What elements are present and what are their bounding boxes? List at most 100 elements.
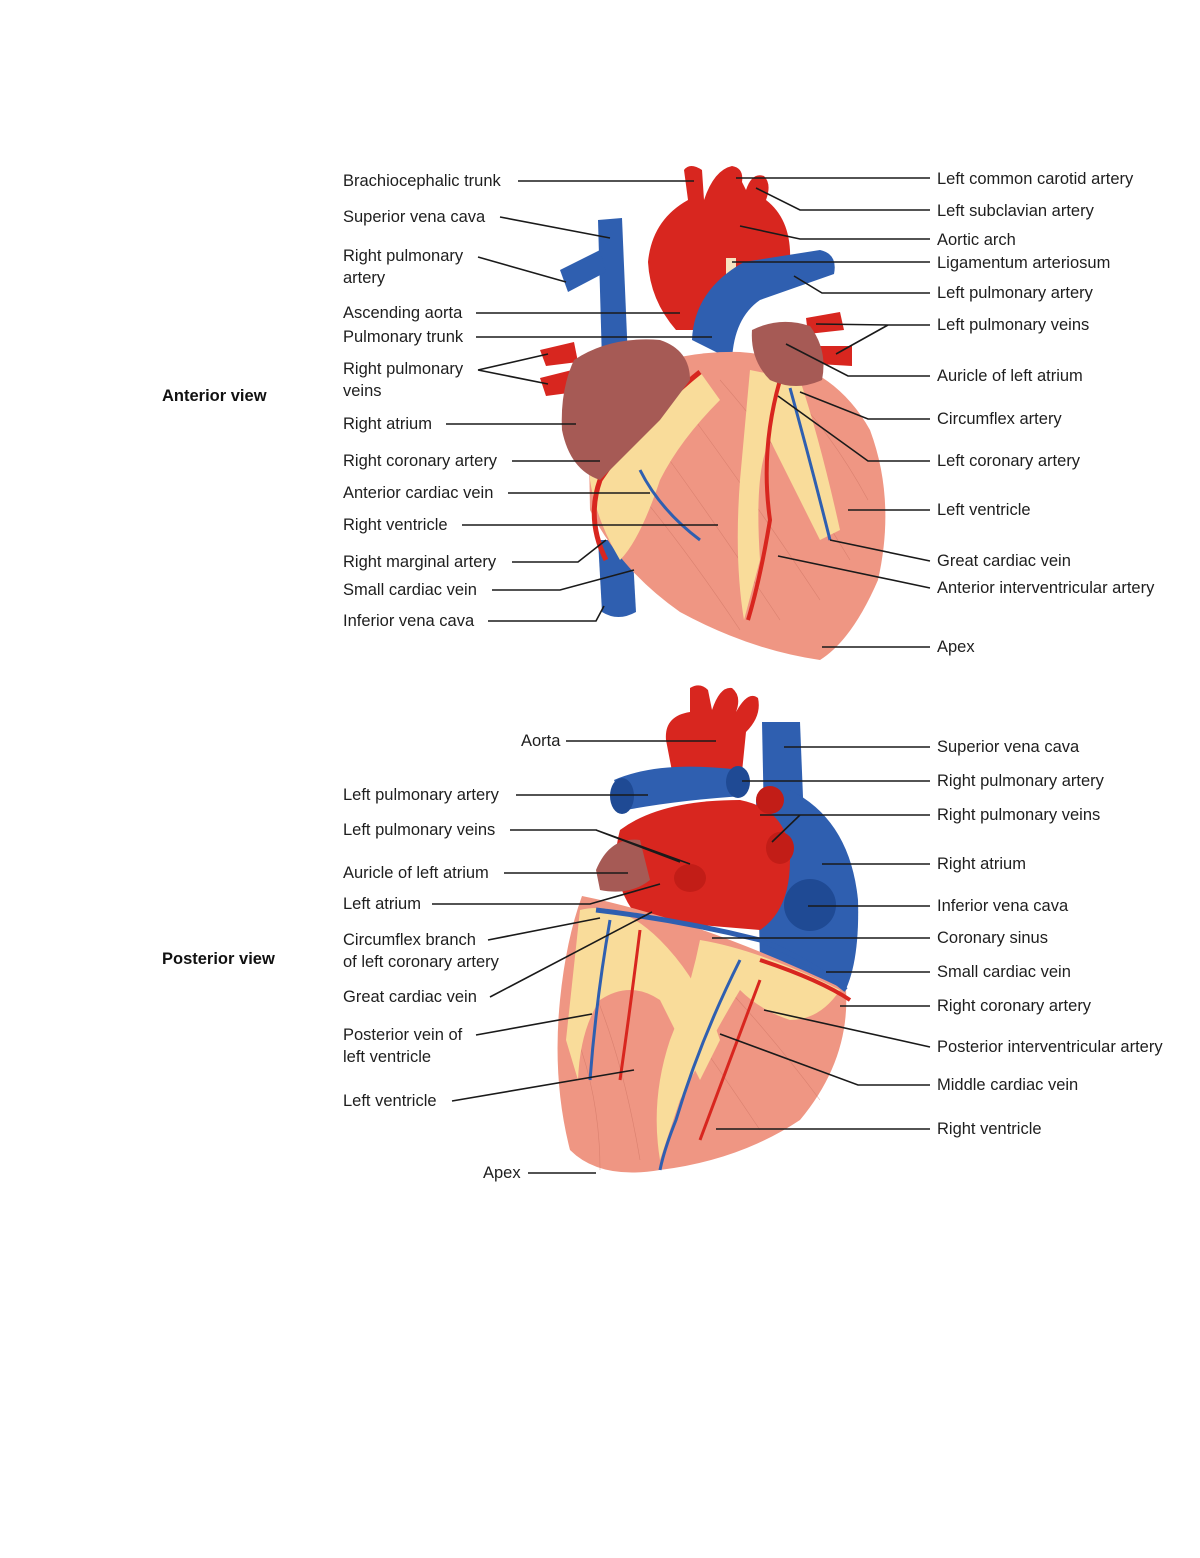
label-anterior-cardiac-vein: Anterior cardiac vein [343, 484, 493, 502]
anterior-cardiac-vein-vessel [638, 469, 701, 542]
leader-right-pulmonary-artery [477, 256, 567, 283]
posterior-circumflex-vessel [618, 929, 642, 1081]
anterior-right-labels: Left common carotid artery Left subclavi… [732, 170, 1155, 656]
label-left-atrium-post: Left atrium [343, 895, 421, 913]
label-right-pulmonary-veins-line1: Right pulmonary [343, 360, 464, 378]
label-inferior-vena-cava-post: Inferior vena cava [937, 897, 1069, 915]
label-posterior-interventricular-artery: Posterior interventricular artery [937, 1038, 1163, 1056]
label-left-coronary-artery: Left coronary artery [937, 452, 1081, 470]
anterior-left-auricle-shape [751, 321, 824, 386]
posterior-left-labels: Aorta Left pulmonary artery Left pulmona… [343, 732, 716, 1182]
anterior-left-pulmonary-vein-upper [806, 312, 844, 334]
anterior-interventricular-vessel [746, 379, 782, 621]
anterior-fat-left [737, 370, 840, 620]
leader-posterior-vein [475, 1013, 593, 1036]
label-left-pulmonary-artery: Left pulmonary artery [937, 284, 1094, 302]
posterior-middle-cardiac-vessel [658, 959, 742, 1171]
posterior-pulmonary-artery-shape [614, 766, 744, 810]
posterior-left-atrium-shape [615, 800, 790, 930]
label-right-pulmonary-veins-line2: veins [343, 382, 382, 400]
label-left-pulmonary-veins: Left pulmonary veins [937, 316, 1089, 334]
leader-circumflex-artery [799, 391, 930, 420]
leader-left-ventricle-post [451, 1069, 635, 1102]
leader-middle-cardiac-vein [719, 1033, 930, 1086]
label-right-pulmonary-artery-line1: Right pulmonary [343, 247, 464, 265]
label-superior-vena-cava-post: Superior vena cava [937, 738, 1080, 756]
leader-auricle-of-left-atrium [785, 343, 930, 377]
label-left-pulmonary-artery-post: Left pulmonary artery [343, 786, 500, 804]
leader-left-pulmonary-veins [815, 323, 930, 355]
label-superior-vena-cava: Superior vena cava [343, 208, 486, 226]
posterior-right-pulmonary-artery-end [726, 766, 750, 798]
label-right-marginal-artery: Right marginal artery [343, 553, 497, 571]
label-coronary-sinus: Coronary sinus [937, 929, 1048, 947]
leader-right-pulmonary-veins-post [760, 814, 930, 843]
posterior-right-pulmonary-vein-opening [766, 832, 794, 864]
label-small-cardiac-vein: Small cardiac vein [343, 581, 477, 599]
label-brachiocephalic-trunk: Brachiocephalic trunk [343, 172, 501, 190]
posterior-aorta-shape [665, 685, 759, 792]
label-aorta: Aorta [521, 732, 561, 750]
anterior-right-pulmonary-vein-upper [540, 342, 578, 366]
label-great-cardiac-vein-post: Great cardiac vein [343, 988, 477, 1006]
leader-great-cardiac-vein-post [489, 911, 653, 998]
leader-superior-vena-cava [499, 216, 611, 239]
label-posterior-vein-line1: Posterior vein of [343, 1026, 463, 1044]
label-great-cardiac-vein: Great cardiac vein [937, 552, 1071, 570]
label-circumflex-branch-line1: Circumflex branch [343, 931, 476, 949]
posterior-right-labels: Superior vena cava Right pulmonary arter… [712, 738, 1163, 1138]
label-auricle-of-left-atrium: Auricle of left atrium [937, 367, 1083, 385]
label-right-ventricle-post: Right ventricle [937, 1120, 1042, 1138]
label-right-coronary-artery: Right coronary artery [343, 452, 498, 470]
anterior-right-atrium-shape [561, 339, 690, 480]
label-posterior-vein-line2: left ventricle [343, 1048, 431, 1066]
anterior-pulmonary-trunk-shape [692, 250, 835, 360]
posterior-left-pulmonary-vein-opening [674, 864, 706, 892]
label-aortic-arch: Aortic arch [937, 231, 1016, 249]
label-anterior-interventricular-artery: Anterior interventricular artery [937, 579, 1155, 597]
posterior-left-ventricle-vein-vessel [588, 919, 612, 1081]
leader-aortic-arch [739, 225, 930, 240]
label-circumflex-artery: Circumflex artery [937, 410, 1062, 428]
leader-circumflex-branch [487, 917, 601, 941]
label-inferior-vena-cava: Inferior vena cava [343, 612, 475, 630]
label-apex-anterior: Apex [937, 638, 975, 656]
posterior-view-title: Posterior view [162, 950, 275, 968]
label-right-atrium-post: Right atrium [937, 855, 1026, 873]
leader-anterior-interventricular-artery [777, 555, 931, 589]
label-ligamentum-arteriosum: Ligamentum arteriosum [937, 254, 1110, 272]
leader-small-cardiac-vein [492, 569, 635, 591]
anterior-superior-vena-cava-shape [598, 218, 628, 362]
leader-left-atrium-post [432, 883, 661, 905]
label-right-pulmonary-veins-post: Right pulmonary veins [937, 806, 1100, 824]
label-pulmonary-trunk: Pulmonary trunk [343, 328, 464, 346]
posterior-right-coronary-vessel [759, 958, 852, 1002]
label-left-ventricle: Left ventricle [937, 501, 1031, 519]
anterior-right-pulmonary-artery-shape [560, 250, 606, 292]
leader-posterior-interventricular-artery [763, 1009, 931, 1048]
posterior-left-pulmonary-artery-end [610, 778, 634, 814]
posterior-interventricular-vessel [698, 979, 762, 1141]
anterior-ligamentum-shape [726, 258, 736, 278]
leader-right-pulmonary-veins [477, 353, 549, 385]
label-right-coronary-artery-post: Right coronary artery [937, 997, 1092, 1015]
label-circumflex-branch-line2: of left coronary artery [343, 953, 500, 971]
posterior-inferior-vena-cava-opening [784, 879, 836, 931]
label-small-cardiac-vein-post: Small cardiac vein [937, 963, 1071, 981]
leader-left-pulmonary-artery [793, 275, 930, 294]
posterior-right-pulmonary-vein-upper [756, 786, 784, 814]
leader-right-marginal-artery [512, 539, 607, 563]
label-middle-cardiac-vein: Middle cardiac vein [937, 1076, 1078, 1094]
anterior-left-labels: Brachiocephalic trunk Superior vena cava… [343, 172, 718, 630]
label-right-ventricle: Right ventricle [343, 516, 448, 534]
leader-left-coronary-artery [777, 395, 930, 462]
leader-left-pulmonary-veins-post [510, 829, 691, 865]
label-right-atrium: Right atrium [343, 415, 432, 433]
leader-inferior-vena-cava [488, 605, 605, 622]
anterior-great-cardiac-vessel [788, 387, 832, 541]
anterior-view-title: Anterior view [162, 387, 267, 405]
label-left-subclavian-artery: Left subclavian artery [937, 202, 1095, 220]
label-apex-post: Apex [483, 1164, 521, 1182]
